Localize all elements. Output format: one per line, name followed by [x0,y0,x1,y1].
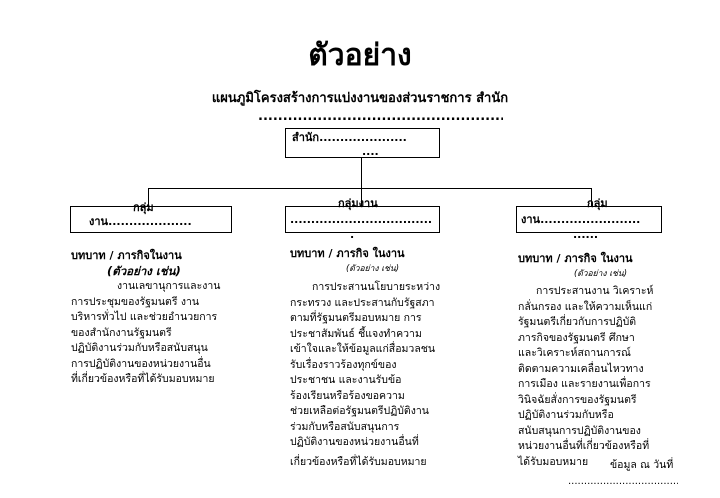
org-box-mid-line3: . [350,228,355,241]
org-box-office-dots: .... [362,145,379,158]
subtitle-dots: ........................................… [258,109,503,124]
org-box-mid-line2: .................................. [290,213,433,226]
right-column-line: วินิจฉัยสั่งการของรัฐมนตรี [518,393,637,406]
right-column-line: ปฏิบัติงานร่วมกับหรือ [518,409,614,421]
middle-column-line: ประชาสัมพันธ์ ชี้แจงทำความ [290,327,422,340]
right-column-example: (ตัวอย่าง เช่น) [573,268,628,279]
org-box-left-line2: งาน.................... [89,215,192,228]
right-column-description: บทบาท / ภารกิจ ในงาน (ตัวอย่าง เช่น) การ… [518,251,683,470]
middle-column-line: ตามที่รัฐมนตรีมอบหมาย การ [290,312,422,324]
left-column-description: บทบาท / ภารกิจในงาน (ตัวอย่าง เช่น) งานเ… [71,248,241,388]
middle-column-description: บทบาท / ภารกิจ ในงาน (ตัวอย่าง เช่น) การ… [290,246,455,470]
right-column-line: สนับสนุนการปฏิบัติงานของ [518,424,641,437]
middle-column-line: เกี่ยวข้องหรือที่ได้รับมอบหมาย [290,455,427,468]
middle-column-line: เข้าใจและให้ข้อมูลแก่สื่อมวลชน [290,343,436,355]
left-column-heading: บทบาท / ภารกิจในงาน [71,249,182,262]
footer-date-dots: .................................... [568,476,678,487]
middle-column-line: การประสานนโยบายระหว่าง [312,281,441,293]
left-column-line: การประชุมของรัฐมนตรี งาน [71,295,200,308]
right-column-heading: บทบาท / ภารกิจ ในงาน [518,252,633,265]
right-column-line: รัฐมนตรีเกี่ยวกับการปฏิบัติ [518,316,637,328]
org-box-left-line1: กลุ่ม [133,201,154,214]
org-box-group-middle: กลุ่มงาน ...............................… [285,197,440,241]
footer-date-label: ข้อมูล ณ วันที่ [610,459,674,471]
right-column-line: การเมือง และรายงานเพื่อการ [518,378,651,390]
middle-column-line: ร้องเรียนหรือร้องขอความ [290,389,405,402]
chart-subtitle: แผนภูมิโครงสร้างการแบ่งงานของส่วนราชการ … [211,91,509,106]
right-column-line: ติดตามความเคลื่อนไหวทาง [518,362,644,375]
right-column-line: กลั่นกรอง และให้ความเห็นแก่ [518,300,653,313]
right-column-line: และวิเคราะห์สถานการณ์ [518,347,631,359]
right-column-line: ภารกิจของรัฐมนตรี ศึกษา [518,331,635,344]
middle-column-line: ช่วยเหลือต่อรัฐมนตรีปฏิบัติงาน [290,405,429,417]
page-title: ตัวอย่าง [308,38,412,73]
org-box-group-right: กลุ่ม งาน........................ ...... [516,197,662,241]
org-box-office-label: สำนัก..................... [292,131,407,144]
org-box-right-line3: ...... [573,228,599,241]
org-box-right-line2: งาน........................ [521,213,641,226]
org-box-group-left: กลุ่ม งาน.................... [70,201,232,233]
left-column-line: ปฏิบัติงานร่วมกับหรือสนับสนุน [71,342,208,354]
middle-column-example: (ตัวอย่าง เช่น) [345,263,400,274]
org-box-right-line1: กลุ่ม [587,197,608,210]
middle-column-line: ร่วมกับหรือสนับสนุนการ [290,420,400,433]
connector-mid-drop [361,188,362,206]
connector-left-drop [148,188,149,206]
org-box-mid-line1: กลุ่มงาน [338,197,378,210]
right-column-line: ได้รับมอบหมาย [518,455,589,468]
middle-column-line: ประชาชน และงานรับข้อ [290,374,402,386]
connector-top-vertical [361,158,362,189]
middle-column-heading: บทบาท / ภารกิจ ในงาน [290,247,405,260]
left-column-line: ที่เกี่ยวข้องหรือที่ได้รับมอบหมาย [71,373,215,385]
middle-column-line: รับเรื่องราวร้องทุกข์ของ [290,358,397,371]
middle-column-line: กระทรวง และประสานกับรัฐสภา [290,296,435,309]
right-column-line: การประสานงาน วิเคราะห์ [536,285,654,297]
left-column-line: ของสำนักงานรัฐมนตรี [71,326,172,339]
left-column-example: (ตัวอย่าง เช่น) [107,263,181,278]
connector-right-drop [591,188,592,206]
middle-column-line: ปฏิบัติงานของหน่วยงานอื่นที่ [290,436,419,448]
org-box-office: สำนัก..................... .... [285,128,440,158]
left-column-line: งานเลขานุการและงาน [117,280,221,292]
left-column-line: บริหารทั่วไป และช่วยอำนวยการ [71,311,218,323]
connector-horizontal [148,188,592,189]
left-column-line: การปฏิบัติงานของหน่วยงานอื่น [71,357,211,370]
right-column-line: หน่วยงานอื่นที่เกี่ยวข้องหรือที่ [518,440,650,452]
